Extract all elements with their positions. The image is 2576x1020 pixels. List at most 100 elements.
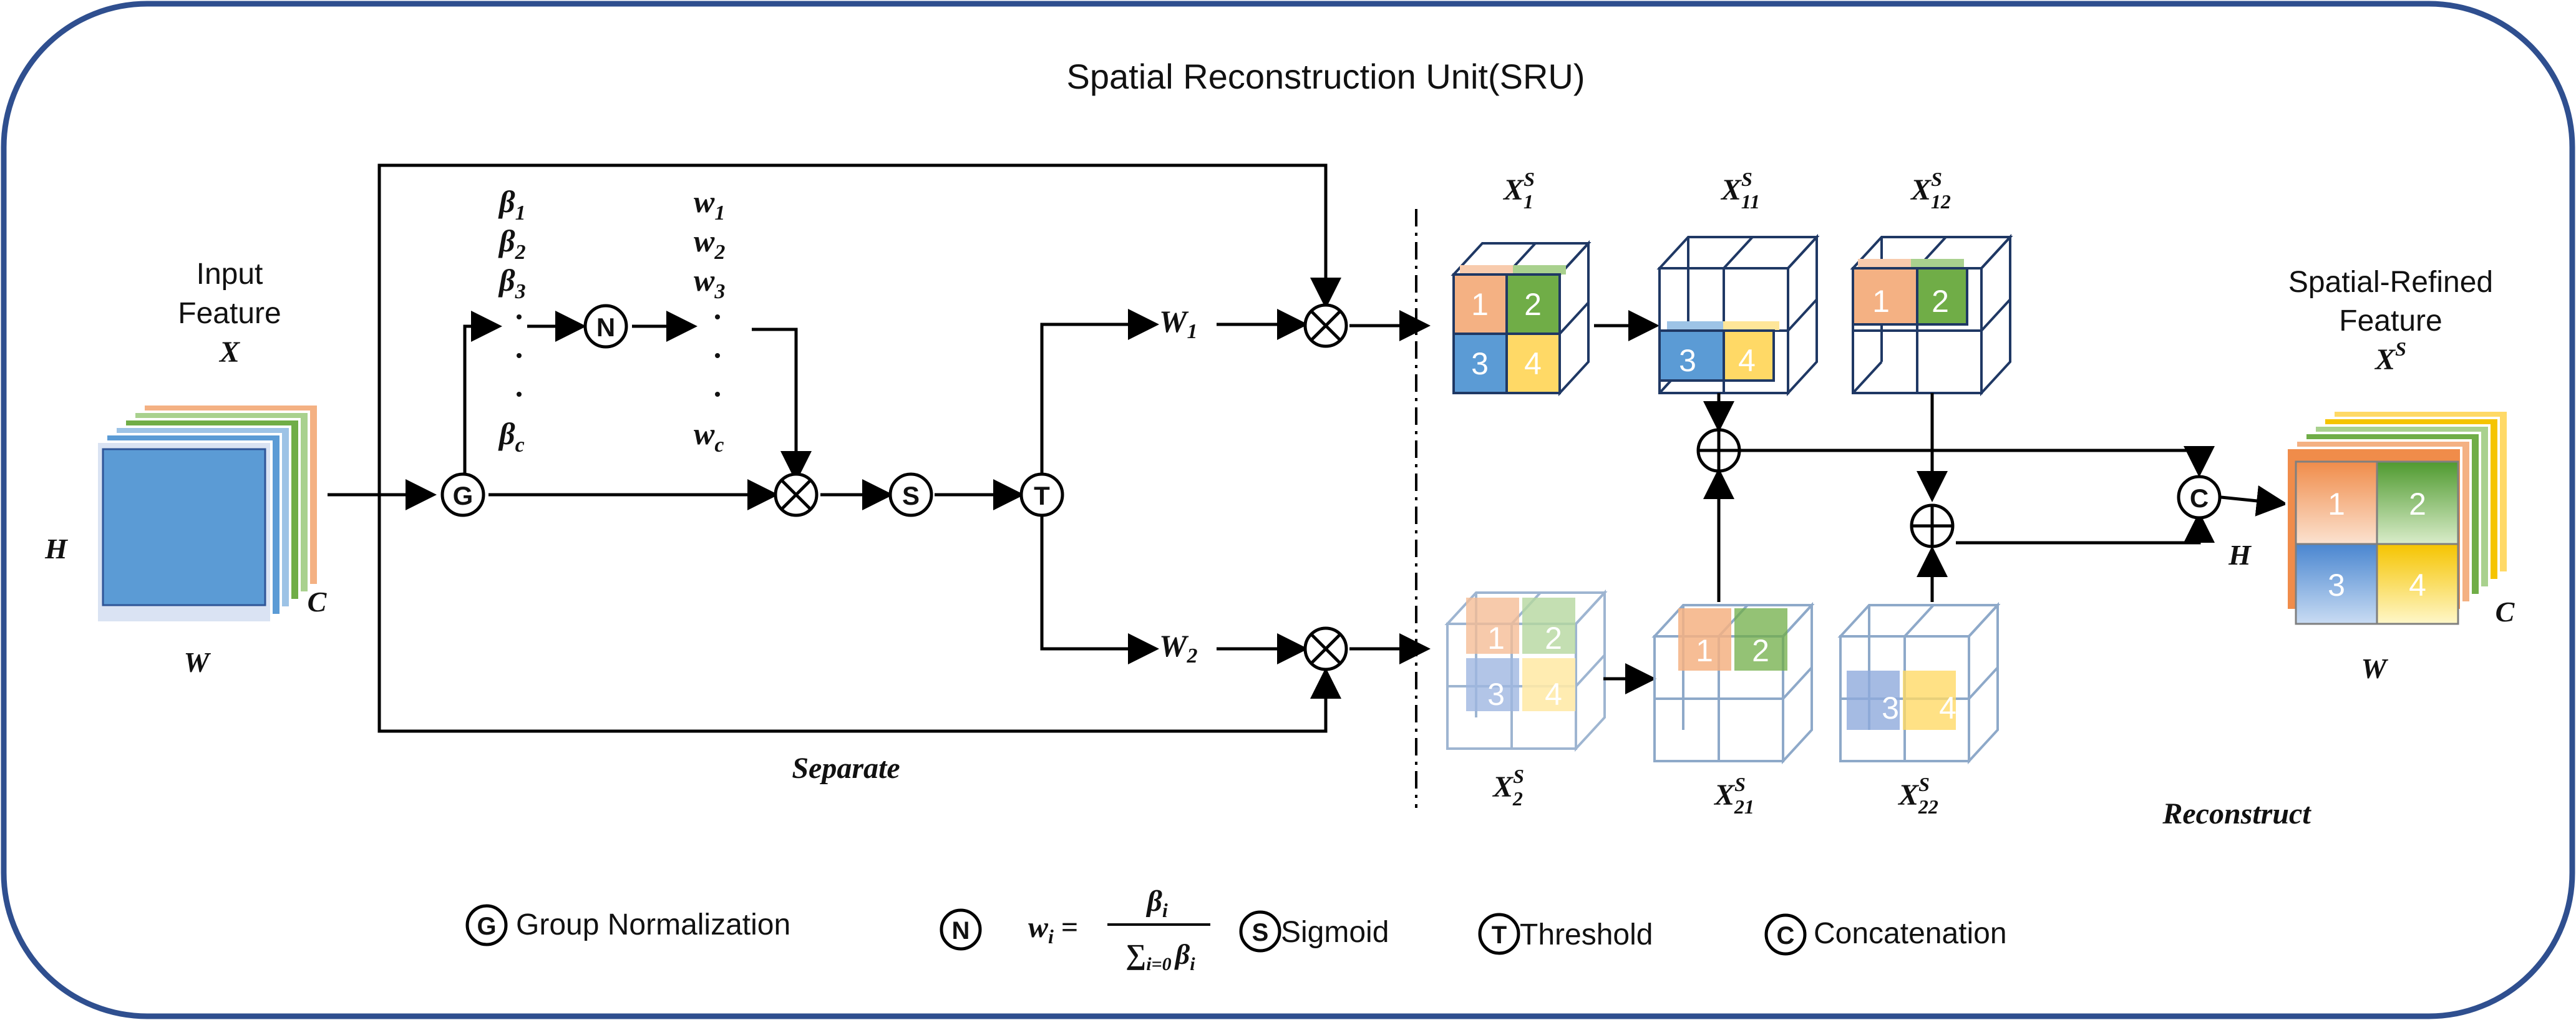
input-label-line2: Feature [178, 297, 281, 330]
svg-text:∑i=0βi: ∑i=0βi [1125, 938, 1195, 974]
svg-text:N: N [952, 917, 970, 945]
svg-text:N: N [596, 313, 615, 342]
weight-3: w3 [694, 263, 725, 303]
svg-text:2: 2 [2409, 487, 2426, 522]
branch-w2-label: W2 [1159, 628, 1197, 668]
diagram-title: Spatial Reconstruction Unit(SRU) [1067, 57, 1585, 96]
weight-c: wc [694, 416, 724, 457]
svg-text:3: 3 [1679, 343, 1696, 378]
weight-1: w1 [694, 184, 725, 225]
svg-text:XS: XS [2374, 338, 2406, 376]
input-dim-h: H [44, 533, 68, 565]
svg-text:3: 3 [2328, 568, 2345, 603]
normalize-node: N [583, 304, 628, 349]
cube-x2: 1 2 3 4 [1444, 589, 1608, 752]
svg-text:3: 3 [1487, 677, 1505, 712]
legend-group-norm: G Group Normalization [465, 904, 790, 946]
svg-text:2: 2 [1524, 287, 1542, 322]
input-label-line1: Input [197, 258, 263, 291]
cube-x1: 1 2 3 4 [1451, 240, 1592, 397]
svg-text:C: C [2190, 483, 2209, 513]
cube-x21: 1 2 [1651, 601, 1815, 765]
add-node-1 [1696, 428, 1741, 473]
svg-text:Group Normalization: Group Normalization [516, 908, 790, 941]
output-dim-c: C [2496, 596, 2515, 628]
svg-text:1: 1 [1487, 621, 1505, 656]
output-dim-h: H [2228, 539, 2252, 571]
svg-text:4: 4 [1738, 343, 1756, 378]
svg-text:G: G [477, 913, 496, 940]
svg-text:S: S [1252, 919, 1269, 946]
svg-text:T: T [1492, 921, 1507, 949]
svg-text:2: 2 [1752, 633, 1769, 668]
legend-concat: C Concatenation [1764, 913, 2007, 956]
input-feature-stack [95, 403, 319, 624]
svg-text:Threshold: Threshold [1520, 918, 1653, 951]
beta-c: βc [498, 416, 525, 457]
svg-text:wi=: wi= [1028, 911, 1078, 948]
svg-text:1: 1 [2328, 487, 2345, 522]
reconstruct-connections [1703, 393, 2288, 602]
legend-sigmoid: S Sigmoid [1239, 910, 1389, 953]
svg-text:3: 3 [1471, 346, 1489, 381]
threshold-node: T [1019, 472, 1064, 517]
separate-connections [328, 163, 1431, 733]
branch-w1-label: W1 [1159, 304, 1197, 343]
output-dim-w: W [2361, 653, 2389, 684]
svg-text:2: 2 [1545, 621, 1562, 656]
input-dim-w: W [184, 646, 211, 678]
add-node-2 [1910, 503, 1955, 548]
svg-text:G: G [453, 481, 474, 510]
svg-text:Feature: Feature [2339, 304, 2442, 338]
beta-1: β1 [498, 184, 526, 225]
svg-text:T: T [1034, 481, 1050, 510]
sigmoid-node: S [888, 472, 933, 517]
svg-text:C: C [1777, 922, 1795, 950]
multiply-node-main [774, 472, 819, 517]
cube-x11: 3 4 [1656, 233, 1820, 397]
multiply-node-w1 [1303, 303, 1348, 348]
svg-text:4: 4 [1939, 691, 1956, 726]
svg-text:2: 2 [1932, 284, 1949, 319]
svg-text:1: 1 [1471, 287, 1489, 322]
svg-text:S: S [902, 481, 920, 510]
cube-x22: 3 4 [1837, 601, 2001, 765]
beta-column: β1 β2 β3 βc [498, 184, 526, 457]
svg-text:4: 4 [1524, 346, 1542, 381]
weight-column: w1 w2 w3 wc [694, 184, 725, 457]
svg-text:4: 4 [1545, 677, 1562, 712]
beta-3: β3 [498, 263, 526, 303]
svg-text:1: 1 [1696, 633, 1713, 668]
legend-threshold: T Threshold [1478, 913, 1653, 955]
svg-text:3: 3 [1882, 691, 1899, 726]
output-feature-stack: 1 2 3 4 [2285, 409, 2509, 625]
input-label-var: X [218, 336, 240, 369]
output-feature-label: Spatial-Refined Feature XS [2288, 266, 2493, 376]
weight-2: w2 [694, 223, 725, 264]
input-feature-label: Input Feature X [178, 258, 281, 369]
beta-2: β2 [498, 223, 526, 264]
svg-text:4: 4 [2409, 568, 2426, 603]
concat-node: C [2177, 475, 2222, 520]
separate-section-label: Separate [792, 752, 900, 785]
multiply-node-w2 [1303, 626, 1348, 671]
svg-text:1: 1 [1872, 284, 1890, 319]
svg-text:Spatial-Refined: Spatial-Refined [2288, 266, 2493, 299]
cube-x12: 1 2 [1850, 233, 2013, 397]
svg-text:Sigmoid: Sigmoid [1281, 916, 1389, 949]
svg-text:βi: βi [1145, 885, 1168, 921]
svg-text:Concatenation: Concatenation [1814, 917, 2007, 950]
group-norm-node: G [440, 472, 485, 517]
input-dim-c: C [308, 586, 328, 618]
reconstruct-section-label: Reconstruct [2162, 797, 2311, 830]
